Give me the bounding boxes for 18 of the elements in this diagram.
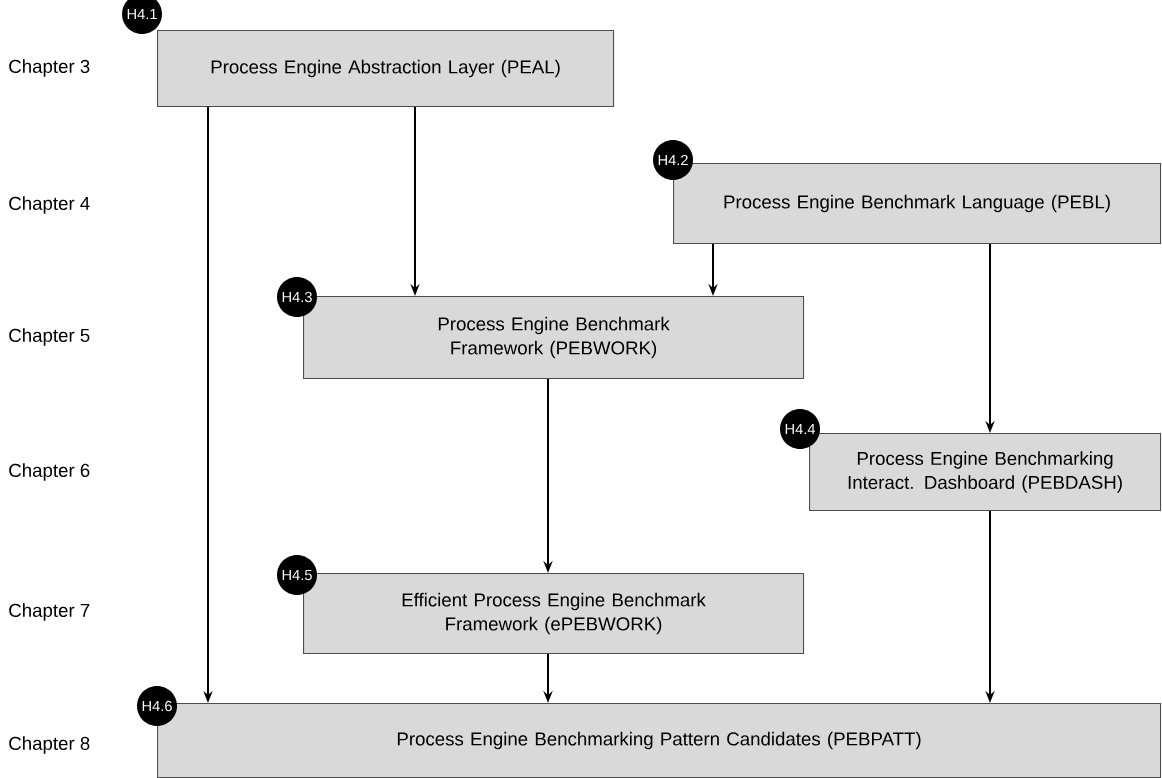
box-text: Process Engine Benchmarking Pattern Candidates (PEBPATT)	[397, 731, 921, 750]
chapter-label: Chapter 3	[9, 59, 90, 77]
hypothesis-badge: H4.4	[780, 409, 820, 449]
box-text: Process Engine Benchmark Framework (PEBWORK)	[438, 316, 670, 359]
box-text: Process Engine Abstraction Layer (PEAL)	[211, 59, 560, 78]
chapter-label: Chapter 6	[9, 463, 90, 481]
box-text: Process Engine Benchmark Language (PEBL)	[724, 194, 1110, 213]
hypothesis-badge: H4.1	[122, 0, 162, 34]
chapter-label: Chapter 8	[9, 736, 90, 754]
chapter-label: Chapter 5	[9, 328, 90, 346]
hypothesis-badge: H4.6	[137, 686, 177, 726]
box-text: Process Engine Benchmarking Interact. Dashboard (PEBDASH)	[848, 451, 1122, 493]
box-text: Efficient Process Engine Benchmark Framework (ePEBWORK)	[402, 592, 706, 635]
hypothesis-badge: H4.3	[277, 277, 317, 317]
chapter-label: Chapter 7	[9, 603, 90, 621]
hypothesis-badge: H4.2	[653, 140, 693, 180]
hypothesis-badge: H4.5	[277, 555, 317, 595]
chapter-label: Chapter 4	[9, 196, 90, 214]
